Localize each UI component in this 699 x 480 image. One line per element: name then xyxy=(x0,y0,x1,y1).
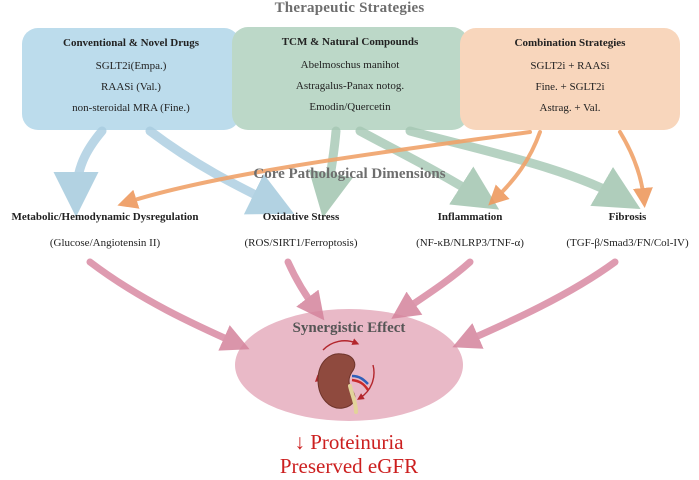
arrow-combination-to-inflammation xyxy=(488,130,542,206)
dimension-name: Inflammation xyxy=(437,211,503,223)
dimension-name: Metabolic/Hemodynamic Dysregulation xyxy=(11,211,199,223)
strategy-item: Astragalus-Panax notog. xyxy=(295,80,405,92)
dimension-detail: (TGF-β/Smad3/FN/Col-IV) xyxy=(566,237,689,249)
strategy-item: RAASi (Val.) xyxy=(101,81,161,93)
arrow-oxidative-to-effect xyxy=(284,258,325,321)
strategy-tcm: TCM & Natural Compounds Abelmoschus mani… xyxy=(232,27,468,130)
strategy-combination: Combination Strategies SGLT2i + RAASi Fi… xyxy=(460,28,680,130)
arrow-conventional-to-metabolic xyxy=(53,126,107,217)
arrow-combination-to-metabolic xyxy=(117,130,532,209)
dimension-inflammation: Inflammation (NF-κB/NLRP3/TNF-α) xyxy=(400,211,540,249)
arrow-conventional-to-oxidative xyxy=(145,126,295,215)
arrow-tcm-to-oxidative xyxy=(308,126,353,218)
strategy-box-tcm xyxy=(232,27,468,130)
strategy-item: Abelmoschus manihot xyxy=(300,59,400,71)
strategy-box-combination xyxy=(460,28,680,130)
kidney-icon xyxy=(317,353,370,414)
synergistic-effect-title: Synergistic Effect xyxy=(292,320,406,336)
strategy-item: SGLT2i + RAASi xyxy=(530,60,610,72)
outcome-proteinuria: ↓ Proteinuria xyxy=(294,430,404,454)
strategy-conventional: Conventional & Novel Drugs SGLT2i(Empa.)… xyxy=(22,28,240,130)
dimension-name: Fibrosis xyxy=(608,211,647,223)
arrow-tcm-to-fibrosis xyxy=(405,126,641,210)
strategy-title: Conventional & Novel Drugs xyxy=(63,37,199,49)
arrow-metabolic-to-effect xyxy=(86,258,250,351)
strategy-box-conventional xyxy=(22,28,240,130)
dimension-detail: (NF-κB/NLRP3/TNF-α) xyxy=(416,237,524,249)
outcome-egfr: Preserved eGFR xyxy=(279,454,419,478)
dimension-metabolic: Metabolic/Hemodynamic Dysregulation (Glu… xyxy=(0,211,210,249)
strategy-item: Astrag. + Val. xyxy=(539,102,601,114)
arrow-combination-to-fibrosis xyxy=(618,130,653,208)
strategy-item: non-steroidal MRA (Fine.) xyxy=(72,102,190,114)
strategy-title: TCM & Natural Compounds xyxy=(281,36,419,48)
diagram-title: Therapeutic Strategies xyxy=(274,0,425,16)
dimension-detail: (Glucose/Angiotensin II) xyxy=(49,237,161,249)
core-dimensions-title: Core Pathological Dimensions xyxy=(253,166,446,182)
arrow-fibrosis-to-effect xyxy=(452,258,619,349)
strategy-item: SGLT2i(Empa.) xyxy=(95,60,167,72)
dimension-fibrosis: Fibrosis (TGF-β/Smad3/FN/Col-IV) xyxy=(556,211,699,249)
dimension-name: Oxidative Stress xyxy=(262,211,340,223)
dimension-oxidative: Oxidative Stress (ROS/SIRT1/Ferroptosis) xyxy=(218,211,384,249)
strategy-item: Fine. + SGLT2i xyxy=(535,81,605,93)
arrow-tcm-to-inflammation xyxy=(355,126,500,210)
dimension-detail: (ROS/SIRT1/Ferroptosis) xyxy=(244,237,358,249)
strategy-item: Emodin/Quercetin xyxy=(309,101,391,113)
strategy-title: Combination Strategies xyxy=(514,37,626,49)
arrow-inflammation-to-effect xyxy=(391,258,474,319)
